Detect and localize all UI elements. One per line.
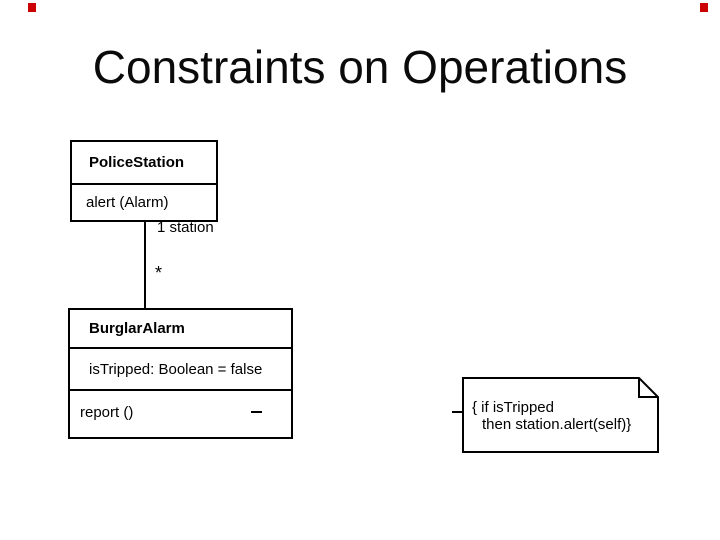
corner-mark-left [28, 3, 36, 12]
association-line [144, 222, 146, 308]
note-line-1: { if isTripped [472, 399, 554, 416]
uml-note: { if isTripped then station.alert(self)} [462, 377, 659, 454]
class-operation-report: report () [70, 389, 291, 433]
note-outline-icon [462, 377, 659, 453]
note-line-2: then station.alert(self)} [482, 416, 632, 433]
class-name-burglar-alarm: BurglarAlarm [89, 320, 185, 337]
note-connector-dash-right [452, 411, 464, 413]
class-box-burglar-alarm: BurglarAlarm isTripped: Boolean = false … [68, 308, 293, 439]
note-connector-dash-left [251, 411, 262, 413]
corner-mark-right [700, 3, 708, 12]
association-multiplicity-label: * [155, 263, 163, 283]
association-role-label: 1 station [157, 219, 214, 236]
class-box-police-station: PoliceStation alert (Alarm) [70, 140, 218, 222]
class-operation-alert: alert (Alarm) [72, 183, 216, 218]
note-constraint-text: { if isTripped then station.alert(self)} [472, 399, 631, 433]
class-attribute-istripped: isTripped: Boolean = false [70, 347, 291, 389]
slide-title: Constraints on Operations [92, 41, 628, 93]
class-name-police-station: PoliceStation [89, 154, 185, 171]
